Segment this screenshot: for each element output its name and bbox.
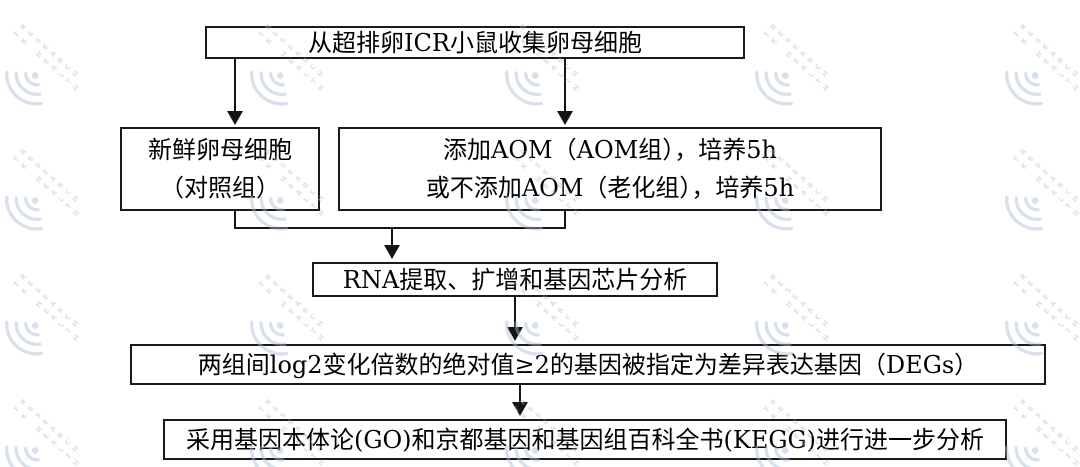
node-fresh-line2: （对照组） <box>160 174 280 202</box>
node-aom-treatment: 添加AOM（AOM组），培养5h 或不添加AOM（老化组），培养5h <box>338 127 882 211</box>
node-degs-definition: 两组间log2变化倍数的绝对值≥2的基因被指定为差异表达基因（DEGs） <box>130 344 1046 385</box>
node-rna-microarray: RNA提取、扩增和基因芯片分析 <box>312 262 718 297</box>
node-collect-oocytes: 从超排卵ICR小鼠收集卵母细胞 <box>205 26 745 59</box>
node-fresh-oocytes-control: 新鲜卵母细胞 （对照组） <box>120 127 320 211</box>
node-go-kegg-analysis: 采用基因本体论(GO)和京都基因和基因组百科全书(KEGG)进行进一步分析 <box>163 419 1007 460</box>
node-treatment-line1: 添加AOM（AOM组），培养5h <box>443 135 777 164</box>
node-fresh-line1: 新鲜卵母细胞 <box>148 135 292 164</box>
node-analysis-text: 采用基因本体论(GO)和京都基因和基因组百科全书(KEGG)进行进一步分析 <box>185 425 985 454</box>
node-collect-oocytes-text: 从超排卵ICR小鼠收集卵母细胞 <box>308 28 642 57</box>
node-rna-text: RNA提取、扩增和基因芯片分析 <box>342 265 688 294</box>
node-degs-text: 两组间log2变化倍数的绝对值≥2的基因被指定为差异表达基因（DEGs） <box>197 350 979 379</box>
node-treatment-line2: 或不添加AOM（老化组），培养5h <box>425 174 795 202</box>
